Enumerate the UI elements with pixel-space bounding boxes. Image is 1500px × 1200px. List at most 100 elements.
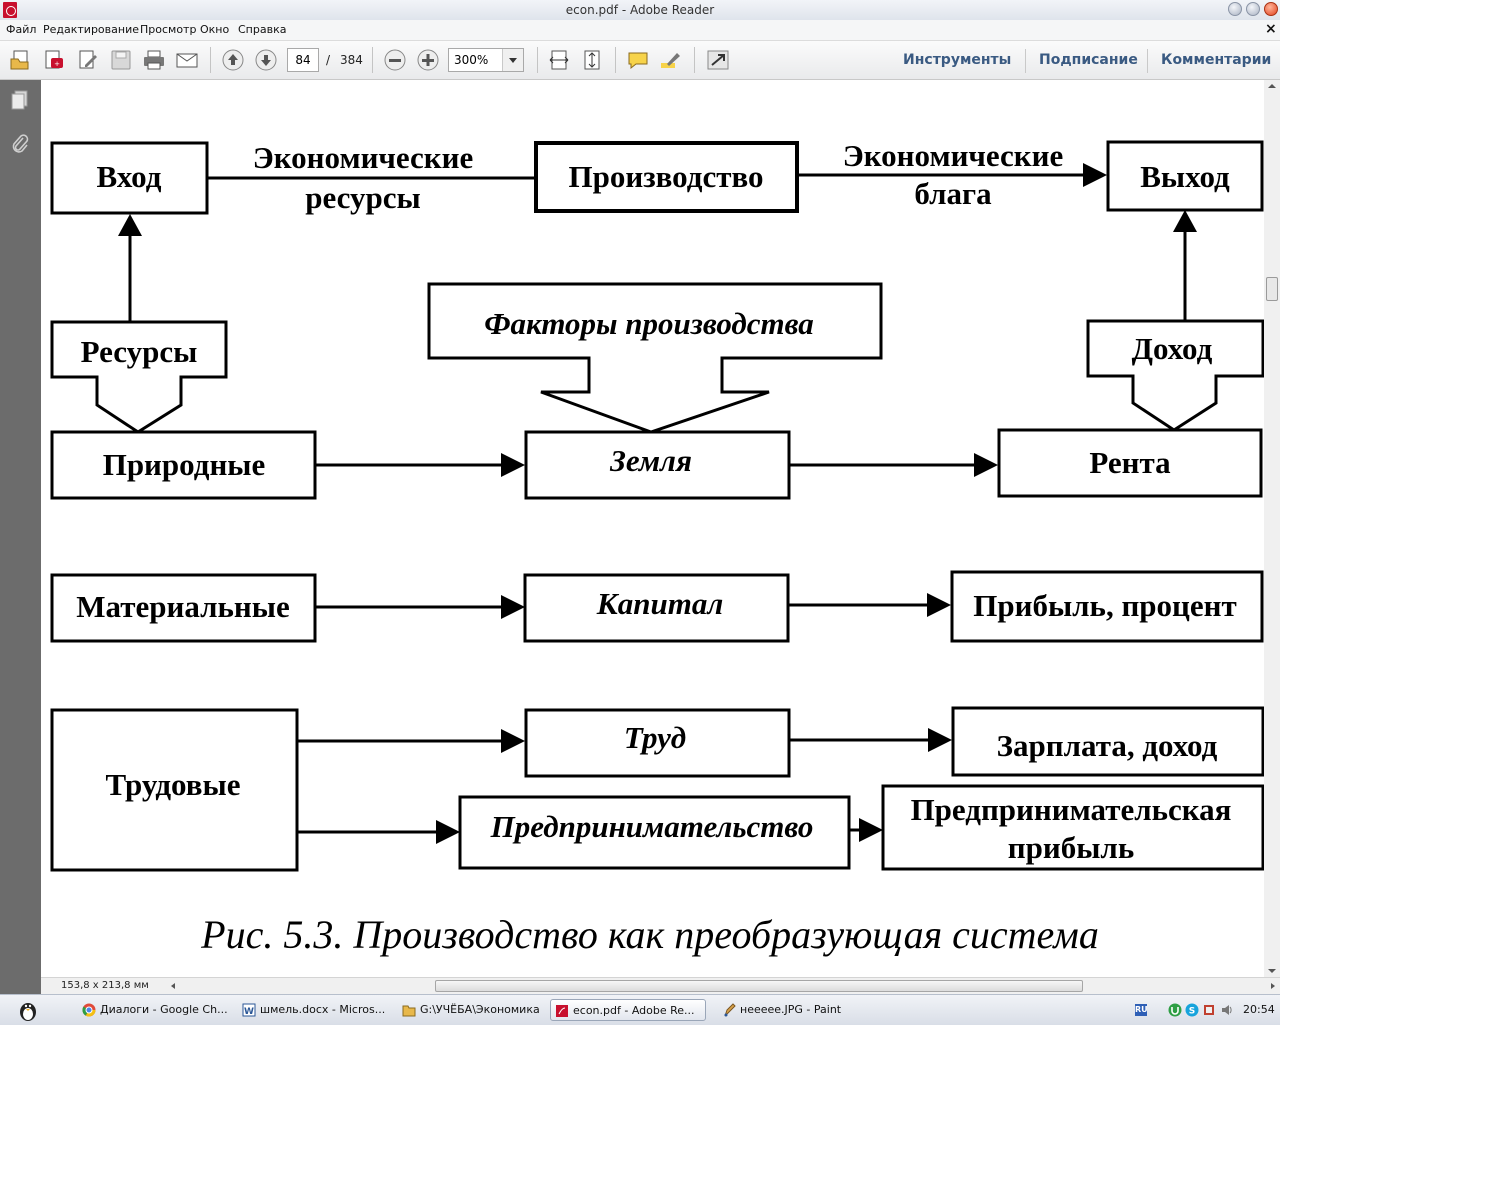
print-icon[interactable]: [142, 49, 166, 71]
email-icon[interactable]: [175, 49, 199, 71]
econ-resources-label: ресурсы: [305, 180, 420, 215]
vertical-scrollbar[interactable]: [1264, 80, 1280, 977]
capital-box: [523, 573, 790, 643]
labor-resources-box: [50, 708, 299, 872]
start-penguin-icon[interactable]: [14, 998, 42, 1022]
task-word[interactable]: W шмель.docx - Micros...: [238, 999, 388, 1021]
wage-label: Зарплата, доход: [997, 728, 1218, 763]
menu-bar: Файл Редактирование Просмотр Окно Справк…: [0, 20, 1280, 41]
scroll-down-icon[interactable]: [1268, 969, 1276, 973]
create-pdf-icon[interactable]: +: [42, 49, 66, 71]
menu-window[interactable]: Окно: [200, 23, 230, 36]
minimize-button[interactable]: [1228, 2, 1242, 16]
land-label: Земля: [609, 443, 692, 478]
fit-page-icon[interactable]: [580, 49, 604, 71]
full-screen-icon[interactable]: [706, 49, 730, 71]
natural-box: [50, 430, 317, 500]
output-label: Выход: [1140, 159, 1230, 194]
entrepreneurship-box: [458, 795, 851, 870]
ent-profit-label: прибыль: [1008, 830, 1134, 865]
comment-icon[interactable]: [626, 49, 650, 71]
open-file-icon[interactable]: [9, 49, 33, 71]
fit-width-icon[interactable]: [547, 49, 571, 71]
close-document-icon[interactable]: ×: [1265, 21, 1277, 37]
figure-caption: Рис. 5.3. Производство как преобразующая…: [200, 912, 1099, 957]
comments-link[interactable]: Комментарии: [1161, 52, 1272, 68]
page-total: 384: [340, 53, 363, 67]
chrome-icon: [82, 1003, 96, 1017]
pages-icon[interactable]: [8, 88, 32, 112]
svg-text:W: W: [244, 1007, 254, 1017]
material-box: [50, 573, 317, 643]
taskbar: Диалоги - Google Ch... W шмель.docx - Mi…: [0, 994, 1280, 1025]
profit-interest-box: [950, 570, 1264, 643]
skype-icon[interactable]: S: [1185, 1002, 1199, 1017]
save-icon[interactable]: [109, 49, 133, 71]
attachment-icon[interactable]: [8, 132, 32, 156]
ent-profit-label: Предпринимательская: [911, 792, 1232, 827]
task-label: Диалоги - Google Ch...: [100, 1003, 228, 1016]
factors-label: Факторы производства: [484, 306, 814, 341]
profit-interest-label: Прибыль, процент: [973, 588, 1237, 623]
zoom-in-icon[interactable]: [416, 49, 440, 71]
toolbar-separator: [537, 47, 538, 73]
output-box: [1106, 140, 1264, 212]
volume-icon[interactable]: [1220, 1002, 1234, 1016]
task-label: G:\УЧЁБА\Экономика: [420, 1003, 540, 1016]
zoom-value: 300%: [454, 53, 489, 67]
scroll-left-icon[interactable]: [171, 983, 175, 989]
maximize-button[interactable]: [1246, 2, 1260, 16]
land-box: [524, 430, 791, 500]
window-title: econ.pdf - Adobe Reader: [565, 3, 715, 17]
menu-file[interactable]: Файл: [6, 23, 37, 36]
menu-help[interactable]: Справка: [238, 23, 287, 36]
scroll-up-icon[interactable]: [1268, 84, 1276, 88]
capital-label: Капитал: [596, 586, 724, 621]
menu-edit[interactable]: Редактирование: [43, 23, 139, 36]
horizontal-scroll-thumb[interactable]: [435, 980, 1083, 992]
close-button[interactable]: [1264, 2, 1278, 16]
arrow-head: [118, 214, 142, 236]
labor-label: Труд: [624, 720, 686, 755]
arrow-head: [859, 818, 883, 842]
network-icon[interactable]: [1202, 1002, 1216, 1016]
rent-box: [997, 428, 1263, 498]
language-indicator[interactable]: RU: [1135, 1004, 1148, 1016]
task-explorer[interactable]: G:\УЧЁБА\Экономика: [398, 999, 548, 1021]
scroll-right-icon[interactable]: [1271, 983, 1275, 989]
chevron-down-icon[interactable]: [502, 49, 523, 71]
arrow-head: [928, 728, 952, 752]
income-label: Доход: [1132, 331, 1213, 366]
production-diagram: Вход Экономические ресурсы Производство …: [50, 138, 1264, 957]
tools-link[interactable]: Инструменты: [903, 52, 1012, 68]
horizontal-scrollbar[interactable]: [167, 978, 1275, 995]
word-icon: W: [242, 1003, 256, 1017]
production-label: Производство: [568, 159, 763, 194]
task-google-chrome[interactable]: Диалоги - Google Ch...: [78, 999, 228, 1021]
task-adobe-reader[interactable]: econ.pdf - Adobe Re...: [550, 999, 706, 1021]
zoom-select[interactable]: 300%: [448, 48, 524, 72]
task-label: econ.pdf - Adobe Re...: [573, 1004, 695, 1017]
material-label: Материальные: [76, 589, 289, 624]
natural-label: Природные: [103, 447, 266, 482]
previous-page-icon[interactable]: [221, 49, 245, 71]
vertical-scroll-thumb[interactable]: [1266, 277, 1278, 301]
zoom-out-icon[interactable]: [383, 49, 407, 71]
task-paint[interactable]: нееееe.JPG - Paint: [718, 999, 868, 1021]
rent-label: Рента: [1089, 445, 1171, 480]
edit-pdf-icon[interactable]: [76, 49, 100, 71]
page-separator: /: [326, 53, 331, 67]
labor-resources-label: Трудовые: [106, 767, 241, 802]
page-number-input[interactable]: 84: [287, 48, 319, 72]
svg-text:S: S: [1189, 1007, 1195, 1017]
highlight-icon[interactable]: [659, 49, 683, 71]
folder-icon: [402, 1003, 416, 1017]
arrow-head: [1083, 163, 1107, 187]
menu-view[interactable]: Просмотр: [140, 23, 197, 36]
arrow-head: [927, 593, 951, 617]
sign-link[interactable]: Подписание: [1039, 52, 1138, 68]
toolbar-separator: [210, 47, 211, 73]
link-separator: [1025, 49, 1026, 73]
next-page-icon[interactable]: [254, 49, 278, 71]
torrent-icon[interactable]: [1168, 1002, 1182, 1017]
